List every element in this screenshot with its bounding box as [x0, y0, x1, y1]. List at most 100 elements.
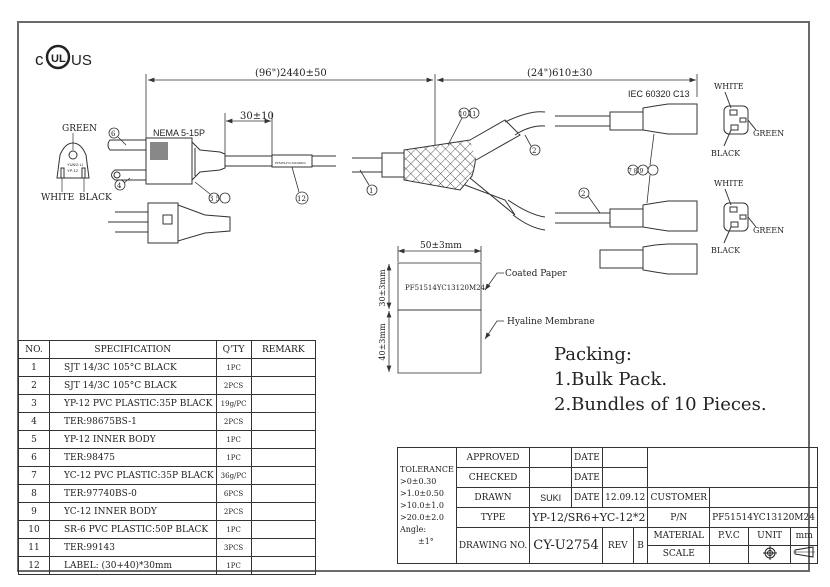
c13-face2-white-label: WHITE	[714, 179, 744, 188]
bom-cell-remark	[250, 412, 317, 431]
drawn-date-label: DATE	[571, 487, 603, 508]
label-lower-height-dimension: 40±3mm	[378, 323, 387, 361]
balloon-12: 12	[297, 195, 306, 203]
plug-face-marking: YUNG LI	[67, 162, 83, 167]
type-label: TYPE	[455, 507, 531, 528]
drawing-no-label: DRAWING NO.	[455, 527, 531, 564]
bom-cell-remark	[250, 430, 317, 449]
label-spec-drawing	[386, 246, 504, 374]
unit-label: UNIT	[748, 528, 791, 546]
tolerance-cell: TOLERANCE >0±0.30 >1.0±0.50 >10.0±1.0 >2…	[397, 447, 457, 564]
bom-cell-qty: 1PC	[215, 556, 252, 575]
nema-plug-top-view	[108, 202, 231, 244]
scale-label: SCALE	[662, 549, 695, 559]
bom-cell-qty: 1PC	[215, 448, 252, 467]
bom-cell-no: 4	[18, 412, 50, 431]
drawn-label: DRAWN	[455, 487, 531, 508]
total-length-dimension: (96")2440±50	[255, 68, 327, 79]
label-upper-height-dimension: 30±3mm	[378, 269, 387, 307]
bom-cell-qty: 2PCS	[215, 502, 252, 521]
drawing-frame	[17, 21, 810, 572]
c13-face2-green-label: GREEN	[753, 226, 784, 235]
nema-5-15p-plug	[107, 137, 336, 185]
material-value: P.V.C	[710, 528, 748, 546]
strip-length-dimension: 30±10	[240, 111, 274, 122]
y-splitter	[352, 111, 546, 231]
bom-cell-qty: 2PCS	[215, 376, 252, 395]
balloon-4: 4	[117, 182, 122, 190]
balloon-3-5: 3 5	[209, 195, 220, 203]
plug-face-green-label: GREEN	[62, 124, 97, 134]
title-block-blank	[647, 447, 818, 488]
bom-cell-no: 11	[18, 538, 50, 557]
plug-face-black-label: BLACK	[79, 193, 112, 203]
bom-cell-spec: LABEL: (30+40)*30mm	[49, 556, 217, 575]
packing-line-1: 1.Bulk Pack.	[554, 369, 668, 390]
plug-face-white-label: WHITE	[41, 193, 74, 203]
title-block: TOLERANCE >0±0.30 >1.0±0.50 >10.0±1.0 >2…	[397, 447, 818, 564]
approved-date-value	[601, 447, 649, 468]
bom-cell-remark	[250, 556, 317, 575]
bom-cell-remark	[250, 448, 317, 467]
bom-cell-spec: YC-12 INNER BODY	[49, 502, 217, 521]
c13-face1-green-label: GREEN	[753, 129, 784, 138]
bom-cell-spec: SJT 14/3C 105°C BLACK	[49, 376, 217, 395]
scale-value	[710, 546, 748, 563]
bom-cell-qty: 1PC	[215, 520, 252, 539]
packing-note: Packing: 1.Bulk Pack. 2.Bundles of 10 Pi…	[554, 342, 767, 417]
first-angle-projection-icon	[791, 546, 817, 563]
pn-value: PF51514YC13120M24	[709, 507, 818, 528]
type-value: YP-12/SR6+YC-12*2	[529, 507, 649, 528]
bom-cell-no: 12	[18, 556, 50, 575]
plug-type-label: NEMA 5-15P	[153, 128, 205, 138]
bom-cell-qty: 2PCS	[215, 412, 252, 431]
approved-label: APPROVED	[455, 447, 531, 468]
cable-label-print: PF51514YC13120M24	[275, 161, 306, 165]
material-scale-labels: MATERIAL SCALE	[647, 527, 711, 564]
bom-cell-qty: 3PCS	[215, 538, 252, 557]
balloon-6: 6	[111, 130, 116, 138]
balloon-7-8-9: 7 8 9	[628, 168, 643, 175]
bom-cell-spec: SJT 14/3C 105°C BLACK	[49, 358, 217, 377]
bom-cell-qty: 36g/PC	[215, 466, 252, 485]
bom-cell-spec: TER:99143	[49, 538, 217, 557]
material-label: MATERIAL	[648, 528, 710, 546]
bom-header-row: NO. SPECIFICATION Q'TY REMARK	[18, 340, 317, 359]
bom-header-spec: SPECIFICATION	[49, 340, 217, 359]
bom-cell-no: 1	[18, 358, 50, 377]
packing-line-2: 2.Bundles of 10 Pieces.	[554, 394, 767, 415]
bom-header-remark: REMARK	[250, 340, 317, 359]
pn-label: P/N	[647, 507, 711, 528]
c13-connectors	[555, 103, 698, 275]
bom-cell-remark	[250, 520, 317, 539]
ul-certification-mark: c UL US	[35, 44, 92, 70]
tolerance-line-4: >20.0±2.0	[400, 512, 444, 522]
customer-label: CUSTOMER	[647, 487, 711, 508]
balloon-1: 1	[369, 187, 373, 195]
tolerance-angle-label: Angle:	[400, 524, 427, 534]
label-width-dimension: 50±3mm	[420, 241, 462, 251]
customer-value	[709, 487, 818, 508]
rev-label: REV	[601, 527, 634, 564]
bom-cell-remark	[250, 394, 317, 413]
dimension-lines	[145, 74, 698, 158]
bom-cell-remark	[250, 376, 317, 395]
bom-cell-no: 10	[18, 520, 50, 539]
ul-us-text: US	[71, 52, 92, 69]
bom-cell-no: 6	[18, 448, 50, 467]
packing-title: Packing:	[554, 344, 632, 365]
bom-cell-spec: SR-6 PVC PLASTIC:50P BLACK	[49, 520, 217, 539]
drawing-no-value: CY-U2754	[529, 527, 603, 564]
bom-cell-qty: 1PC	[215, 358, 252, 377]
c13-face-views	[723, 91, 757, 244]
bom-cell-no: 8	[18, 484, 50, 503]
ul-c-text: c	[35, 50, 44, 69]
